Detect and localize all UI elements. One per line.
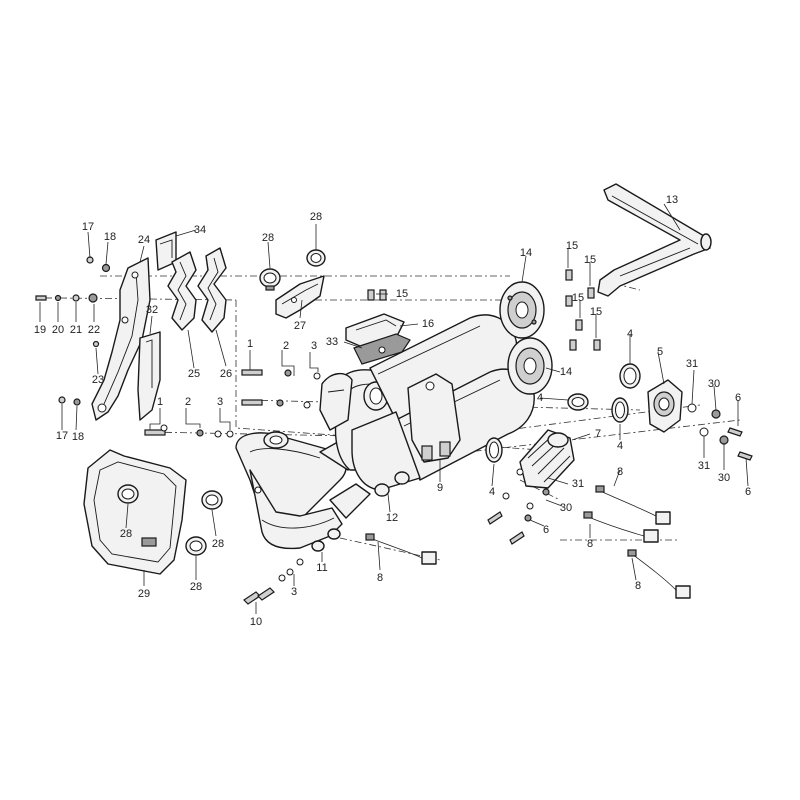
fasteners-left <box>35 256 111 406</box>
callout-17: 17 <box>82 221 94 233</box>
callout-18: 18 <box>104 231 116 243</box>
callout-30: 30 <box>560 502 572 514</box>
screws-15 <box>367 269 601 351</box>
callout-3: 3 <box>311 340 317 352</box>
callout-1: 1 <box>247 338 253 350</box>
oxygen-sensors-8 <box>365 485 691 599</box>
callout-14: 14 <box>560 366 572 378</box>
callout-21: 21 <box>70 324 82 336</box>
callout-7: 7 <box>595 428 601 440</box>
callout-15: 15 <box>396 288 408 300</box>
callout-28: 28 <box>310 211 322 223</box>
callout-31: 31 <box>686 358 698 370</box>
hose-clamps-28 <box>117 249 326 556</box>
callout-3: 3 <box>291 586 297 598</box>
callout-8: 8 <box>635 580 641 592</box>
leader-lines <box>39 203 749 614</box>
heat-shield-25 <box>167 251 197 331</box>
callout-numbers: 17 18 24 34 28 28 19 20 21 22 32 27 15 1… <box>34 194 751 628</box>
callout-29: 29 <box>138 588 150 600</box>
callout-23: 23 <box>92 374 104 386</box>
callout-3: 3 <box>217 396 223 408</box>
callout-34: 34 <box>194 224 206 236</box>
callout-9: 9 <box>437 482 443 494</box>
gaskets-4 <box>485 363 641 463</box>
callout-16: 16 <box>422 318 434 330</box>
heat-shield-29 <box>83 449 187 575</box>
callout-26: 26 <box>220 368 232 380</box>
callout-31: 31 <box>698 460 710 472</box>
callout-8: 8 <box>617 466 623 478</box>
callout-15: 15 <box>572 292 584 304</box>
callout-18: 18 <box>72 431 84 443</box>
callout-13: 13 <box>666 194 678 206</box>
callout-8: 8 <box>587 538 593 550</box>
callout-28: 28 <box>120 528 132 540</box>
callout-15: 15 <box>566 240 578 252</box>
callout-27: 27 <box>294 320 306 332</box>
callout-4: 4 <box>617 440 623 452</box>
callout-19: 19 <box>34 324 46 336</box>
flex-pipe-7 <box>519 429 575 489</box>
callout-2: 2 <box>283 340 289 352</box>
callout-28: 28 <box>262 232 274 244</box>
callout-28: 28 <box>190 581 202 593</box>
callout-1: 1 <box>157 396 163 408</box>
callout-12: 12 <box>386 512 398 524</box>
heat-shield-34 <box>155 231 177 271</box>
fittings-11 <box>311 528 341 552</box>
callout-33: 33 <box>326 336 338 348</box>
flange-5 <box>647 379 683 433</box>
callout-14: 14 <box>520 247 532 259</box>
callout-30: 30 <box>708 378 720 390</box>
bolts-washers-1-3 <box>144 369 321 438</box>
heat-guard-16 <box>345 313 405 347</box>
callout-28: 28 <box>212 538 224 550</box>
callout-2: 2 <box>185 396 191 408</box>
callout-17: 17 <box>56 430 68 442</box>
callout-6: 6 <box>543 524 549 536</box>
callout-30: 30 <box>718 472 730 484</box>
callout-4: 4 <box>489 486 495 498</box>
bolts-10 <box>243 558 304 605</box>
callout-32: 32 <box>146 304 158 316</box>
callout-22: 22 <box>88 324 100 336</box>
callout-15: 15 <box>584 254 596 266</box>
tailpipe-13 <box>597 183 712 297</box>
callout-6: 6 <box>735 392 741 404</box>
header-pipe-assembly <box>235 431 371 550</box>
heat-shield-27 <box>275 275 325 319</box>
callout-31: 31 <box>572 478 584 490</box>
callout-24: 24 <box>138 234 150 246</box>
heat-shield-32 <box>137 331 161 421</box>
callout-25: 25 <box>188 368 200 380</box>
callout-4: 4 <box>537 392 543 404</box>
sensor-bungs-12 <box>374 471 410 497</box>
callout-11: 11 <box>316 562 327 574</box>
muffler-bracket-9 <box>407 373 461 463</box>
callout-15: 15 <box>590 306 602 318</box>
heat-shield-26 <box>197 247 227 333</box>
callout-6: 6 <box>745 486 751 498</box>
callout-10: 10 <box>250 616 262 628</box>
bolts-6 <box>487 427 753 545</box>
callout-20: 20 <box>52 324 64 336</box>
callout-4: 4 <box>627 328 633 340</box>
heat-shield-24 <box>91 257 151 421</box>
heat-guard-33 <box>353 333 411 365</box>
callout-8: 8 <box>377 572 383 584</box>
callout-5: 5 <box>657 346 663 358</box>
